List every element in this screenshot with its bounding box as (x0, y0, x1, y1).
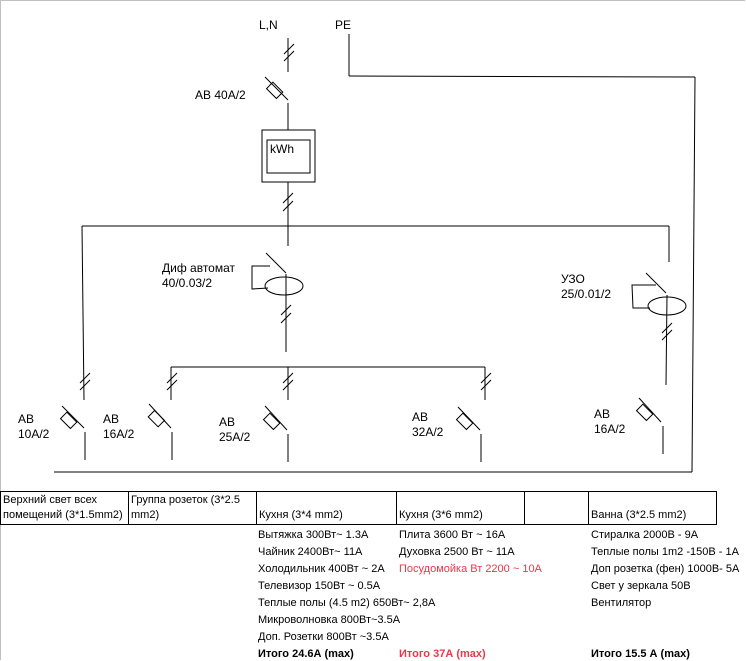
label-breaker-rating: 32А/2 (412, 425, 444, 439)
list-item: Вытяжка 300Вт~ 1.3А (258, 529, 369, 541)
list-item: Теплые полы 1m2 -150В - 1А (591, 546, 739, 558)
label-breaker-16a: АВ 16А/2 (103, 412, 134, 442)
label-breaker-type: АВ (18, 412, 35, 426)
label-main-breaker: АВ 40А/2 (195, 88, 246, 102)
list-item: Теплые полы (4.5 m2) 650Вт~ 2,8А (258, 597, 436, 609)
label-breaker-rating: 10А/2 (18, 427, 50, 441)
label-breaker-type: АВ (412, 410, 429, 424)
incoming-line (283, 38, 295, 72)
list-item: Доп. Розетки 800Вт ~3.5А (258, 631, 389, 643)
label-line-neutral: L,N (259, 18, 278, 32)
header-empty (524, 491, 589, 525)
pe-line (54, 34, 696, 473)
label-breaker-type: АВ (594, 407, 611, 421)
header-kitchen-4mm: Кухня (3*4 mm2) (256, 491, 397, 525)
label-breaker-rating: 16А/2 (103, 427, 135, 441)
meter-symbol (261, 129, 316, 246)
label-breaker-25a: АВ 25А/2 (219, 415, 250, 445)
header-kitchen-4mm-text: Кухня (3*4 mm2) (259, 509, 343, 521)
list-item: Холодильник 400Вт ~ 2А (258, 563, 385, 575)
breaker-16a-symbol (147, 367, 178, 460)
header-lighting: Верхний свет всех помещений (3*1.5mm2) (0, 491, 129, 525)
list-item: Микроволновка 800Вт~3.5А (258, 614, 401, 626)
rcd-symbol (631, 226, 687, 386)
main-breaker-symbol (264, 76, 289, 130)
label-rcd-name: УЗО (561, 272, 585, 286)
label-rcbo-rating: 40/0.03/2 (162, 276, 213, 290)
lighting-branch (59, 225, 91, 460)
header-bath-text: Ванна (3*2.5 mm2) (591, 509, 687, 521)
label-meter: kWh (270, 142, 294, 156)
total-kitchen-4mm: Итого 24.6А (max) (258, 648, 354, 660)
header-kitchen-6mm: Кухня (3*6 mm2) (396, 491, 525, 525)
label-breaker-type: АВ (103, 412, 120, 426)
breaker-bath-16a-symbol (635, 397, 664, 454)
label-breaker-bath-16a: АВ 16А/2 (594, 407, 625, 437)
list-item: Стиралка 2000В - 9А (591, 529, 699, 541)
label-breaker-32a: АВ 32А/2 (412, 410, 443, 440)
label-rcbo-name: Диф автомат (162, 261, 236, 275)
label-rcd-rating: 25/0.01/2 (561, 287, 612, 301)
header-kitchen-6mm-text: Кухня (3*6 mm2) (399, 509, 483, 521)
breaker-25a-symbol (262, 367, 294, 462)
label-protective-earth: PE (335, 18, 352, 32)
label-breaker-rating: 16А/2 (594, 422, 626, 436)
list-item: Свет у зеркала 50В (591, 580, 691, 592)
list-item: Телевизор 150Вт ~ 0.5А (258, 580, 381, 592)
rcbo-symbol (251, 226, 304, 352)
header-sockets: Группа розеток (3*2.5 mm2) (128, 491, 257, 525)
label-breaker-10a: АВ 10А/2 (18, 412, 49, 442)
list-item: Доп розетка (фен) 1000В- 5А (591, 563, 740, 575)
list-item: Вентилятор (591, 597, 652, 609)
header-bath: Ванна (3*2.5 mm2) (588, 491, 717, 525)
label-breaker-type: АВ (219, 415, 236, 429)
label-rcd: УЗО 25/0.01/2 (561, 272, 611, 302)
list-item-highlighted: Посудомойка Вт 2200 ~ 10А (399, 563, 542, 575)
total-kitchen-6mm: Итого 37А (max) (399, 648, 486, 660)
total-bath: Итого 15.5 А (max) (591, 648, 690, 660)
list-item: Духовка 2500 Вт ~ 11А (399, 546, 515, 558)
label-rcbo: Диф автомат 40/0.03/2 (162, 261, 235, 291)
list-item: Плита 3600 Вт ~ 16А (399, 529, 506, 541)
label-breaker-rating: 25А/2 (219, 430, 251, 444)
breaker-32a-symbol (455, 367, 492, 462)
list-item: Чайник 2400Вт~ 11А (258, 546, 363, 558)
